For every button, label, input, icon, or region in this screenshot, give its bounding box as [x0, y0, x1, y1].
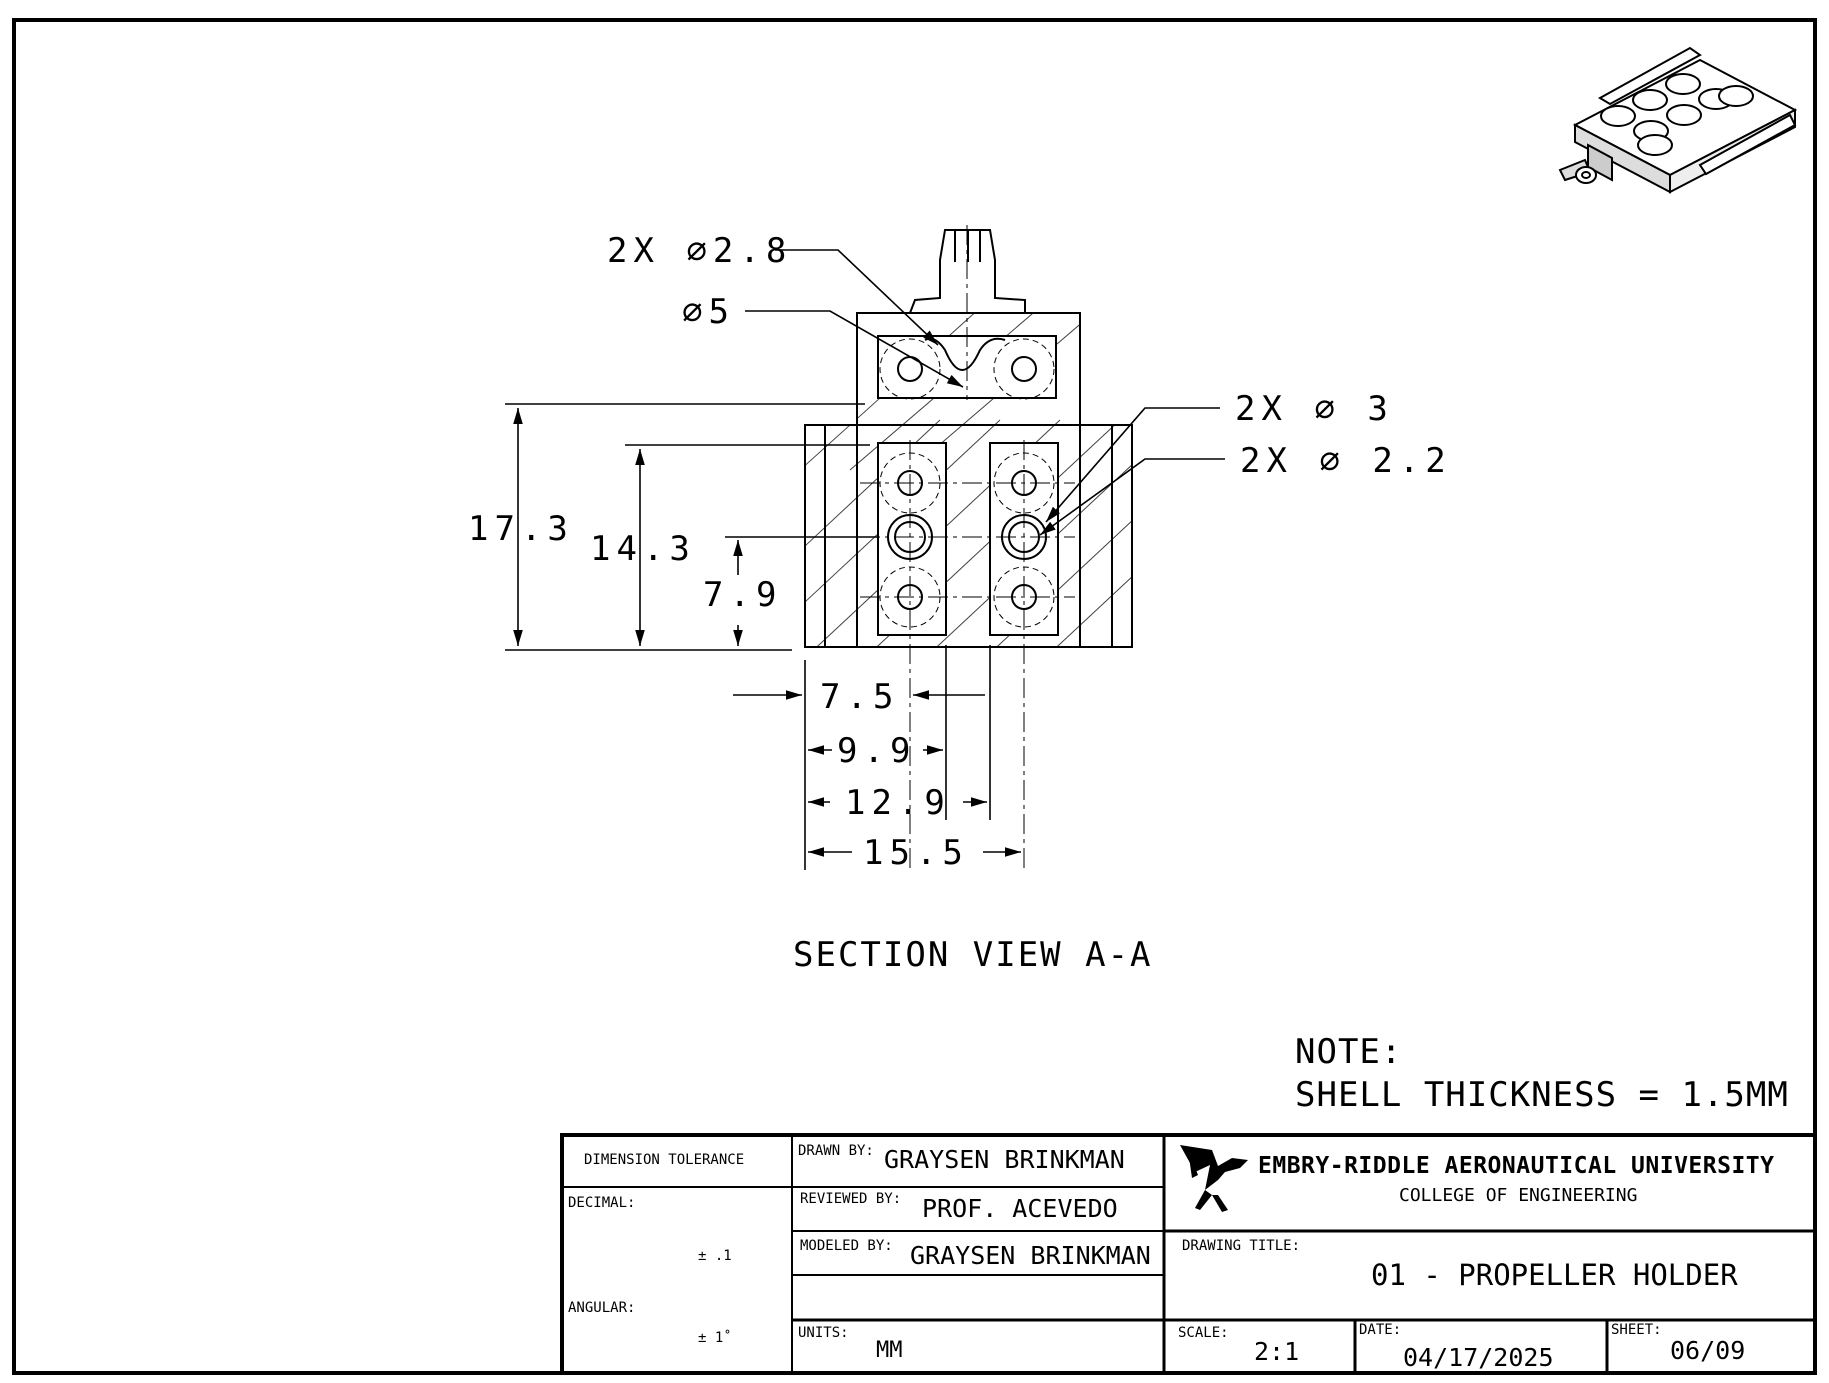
drawn-by-value: GRAYSEN BRINKMAN — [884, 1145, 1125, 1174]
sheet-label: SHEET: — [1611, 1322, 1662, 1338]
university-name: EMBRY-RIDDLE AERONAUTICAL UNIVERSITY — [1258, 1153, 1775, 1179]
angular-value: ± 1˚ — [698, 1330, 732, 1346]
title-block-grid — [560, 1133, 1817, 1375]
date-value: 04/17/2025 — [1403, 1343, 1554, 1372]
note-heading: NOTE: — [1295, 1032, 1402, 1072]
dim-7-9: 7.9 — [703, 575, 782, 615]
note-text: SHELL THICKNESS = 1.5MM — [1295, 1075, 1789, 1115]
drawing-title-label: DRAWING TITLE: — [1182, 1238, 1301, 1254]
decimal-value: ± .1 — [698, 1248, 732, 1264]
dim-7-5: 7.5 — [820, 677, 899, 717]
dim-15-5: 15.5 — [863, 833, 969, 873]
sheet-value: 06/09 — [1670, 1336, 1746, 1365]
body-holes — [887, 470, 1047, 610]
view-title: SECTION VIEW A-A — [793, 935, 1153, 975]
modeled-by-value: GRAYSEN BRINKMAN — [910, 1241, 1151, 1270]
angular-label: ANGULAR: — [568, 1300, 636, 1316]
top-holes — [897, 356, 1037, 382]
section-view — [804, 225, 1133, 870]
college-name: COLLEGE OF ENGINEERING — [1399, 1185, 1638, 1206]
scale-value: 2:1 — [1254, 1337, 1300, 1366]
scale-label: SCALE: — [1178, 1325, 1229, 1341]
callout-2x-dia-2-2: 2X ∅ 2.2 — [1240, 441, 1452, 481]
decimal-label: DECIMAL: — [568, 1195, 636, 1211]
reviewed-by-value: PROF. ACEVEDO — [922, 1194, 1118, 1223]
callout-dia-5: ∅5 — [682, 292, 735, 332]
tolerance-header: DIMENSION TOLERANCE — [584, 1152, 745, 1168]
dim-12-9: 12.9 — [845, 783, 951, 823]
callout-2x-dia-2-8: 2X ∅2.8 — [607, 231, 792, 271]
drawing-title: 01 - PROPELLER HOLDER — [1371, 1258, 1738, 1292]
modeled-by-label: MODELED BY: — [800, 1238, 893, 1254]
eagle-logo — [1180, 1145, 1248, 1212]
dim-14-3: 14.3 — [590, 529, 696, 569]
isometric-thumbnail — [1558, 46, 1798, 194]
callout-2x-dia-3: 2X ∅ 3 — [1235, 389, 1394, 429]
dim-9-9: 9.9 — [837, 731, 916, 771]
dimension-lines — [505, 249, 1225, 870]
reviewed-by-label: REVIEWED BY: — [800, 1191, 902, 1207]
date-label: DATE: — [1359, 1322, 1402, 1338]
drawn-by-label: DRAWN BY: — [798, 1143, 874, 1159]
dim-17-3: 17.3 — [468, 509, 574, 549]
units-value: MM — [876, 1338, 903, 1363]
units-label: UNITS: — [798, 1325, 849, 1341]
